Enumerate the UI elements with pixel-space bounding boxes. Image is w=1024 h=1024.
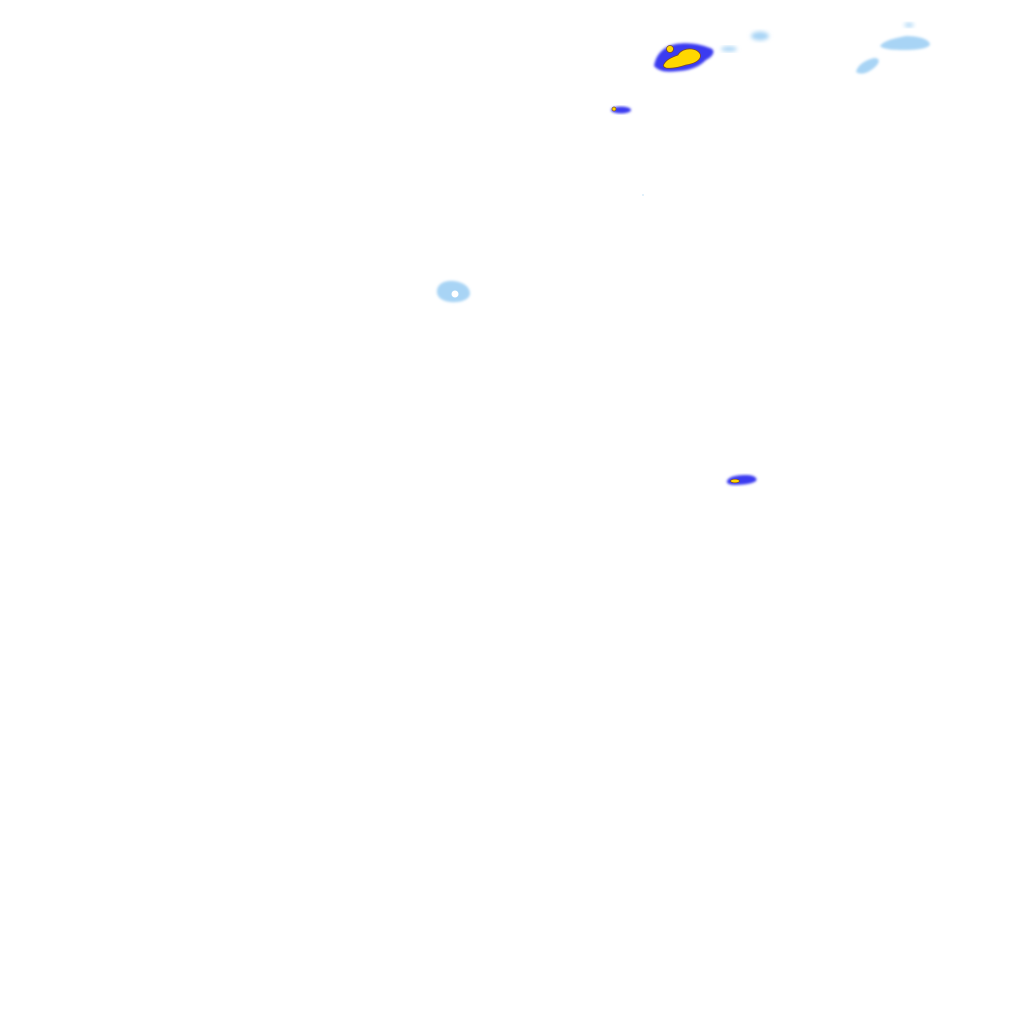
rain-cell-small-south: [726, 475, 757, 485]
rain-cell-small-south-core: [730, 478, 740, 484]
rain-band-light-tail: [856, 58, 879, 74]
streak-1: [721, 46, 737, 52]
rain-cell-heavy: [654, 43, 714, 72]
rain-streaks-top: [721, 31, 769, 52]
rain-band-light: [856, 23, 930, 74]
rain-cell-heavy-core: [663, 48, 701, 69]
rain-band-light-main: [880, 36, 930, 50]
stray-speck: [642, 194, 644, 196]
rain-cell-light-west-hole: [451, 290, 459, 298]
rain-band-light-speck: [904, 23, 914, 27]
streak-2: [751, 31, 769, 41]
rain-cell-heavy-spot: [666, 45, 674, 53]
rain-cell-small-north-core: [611, 106, 617, 112]
rain-cell-light-west: [436, 280, 470, 303]
rain-cell-small-north: [611, 106, 631, 114]
